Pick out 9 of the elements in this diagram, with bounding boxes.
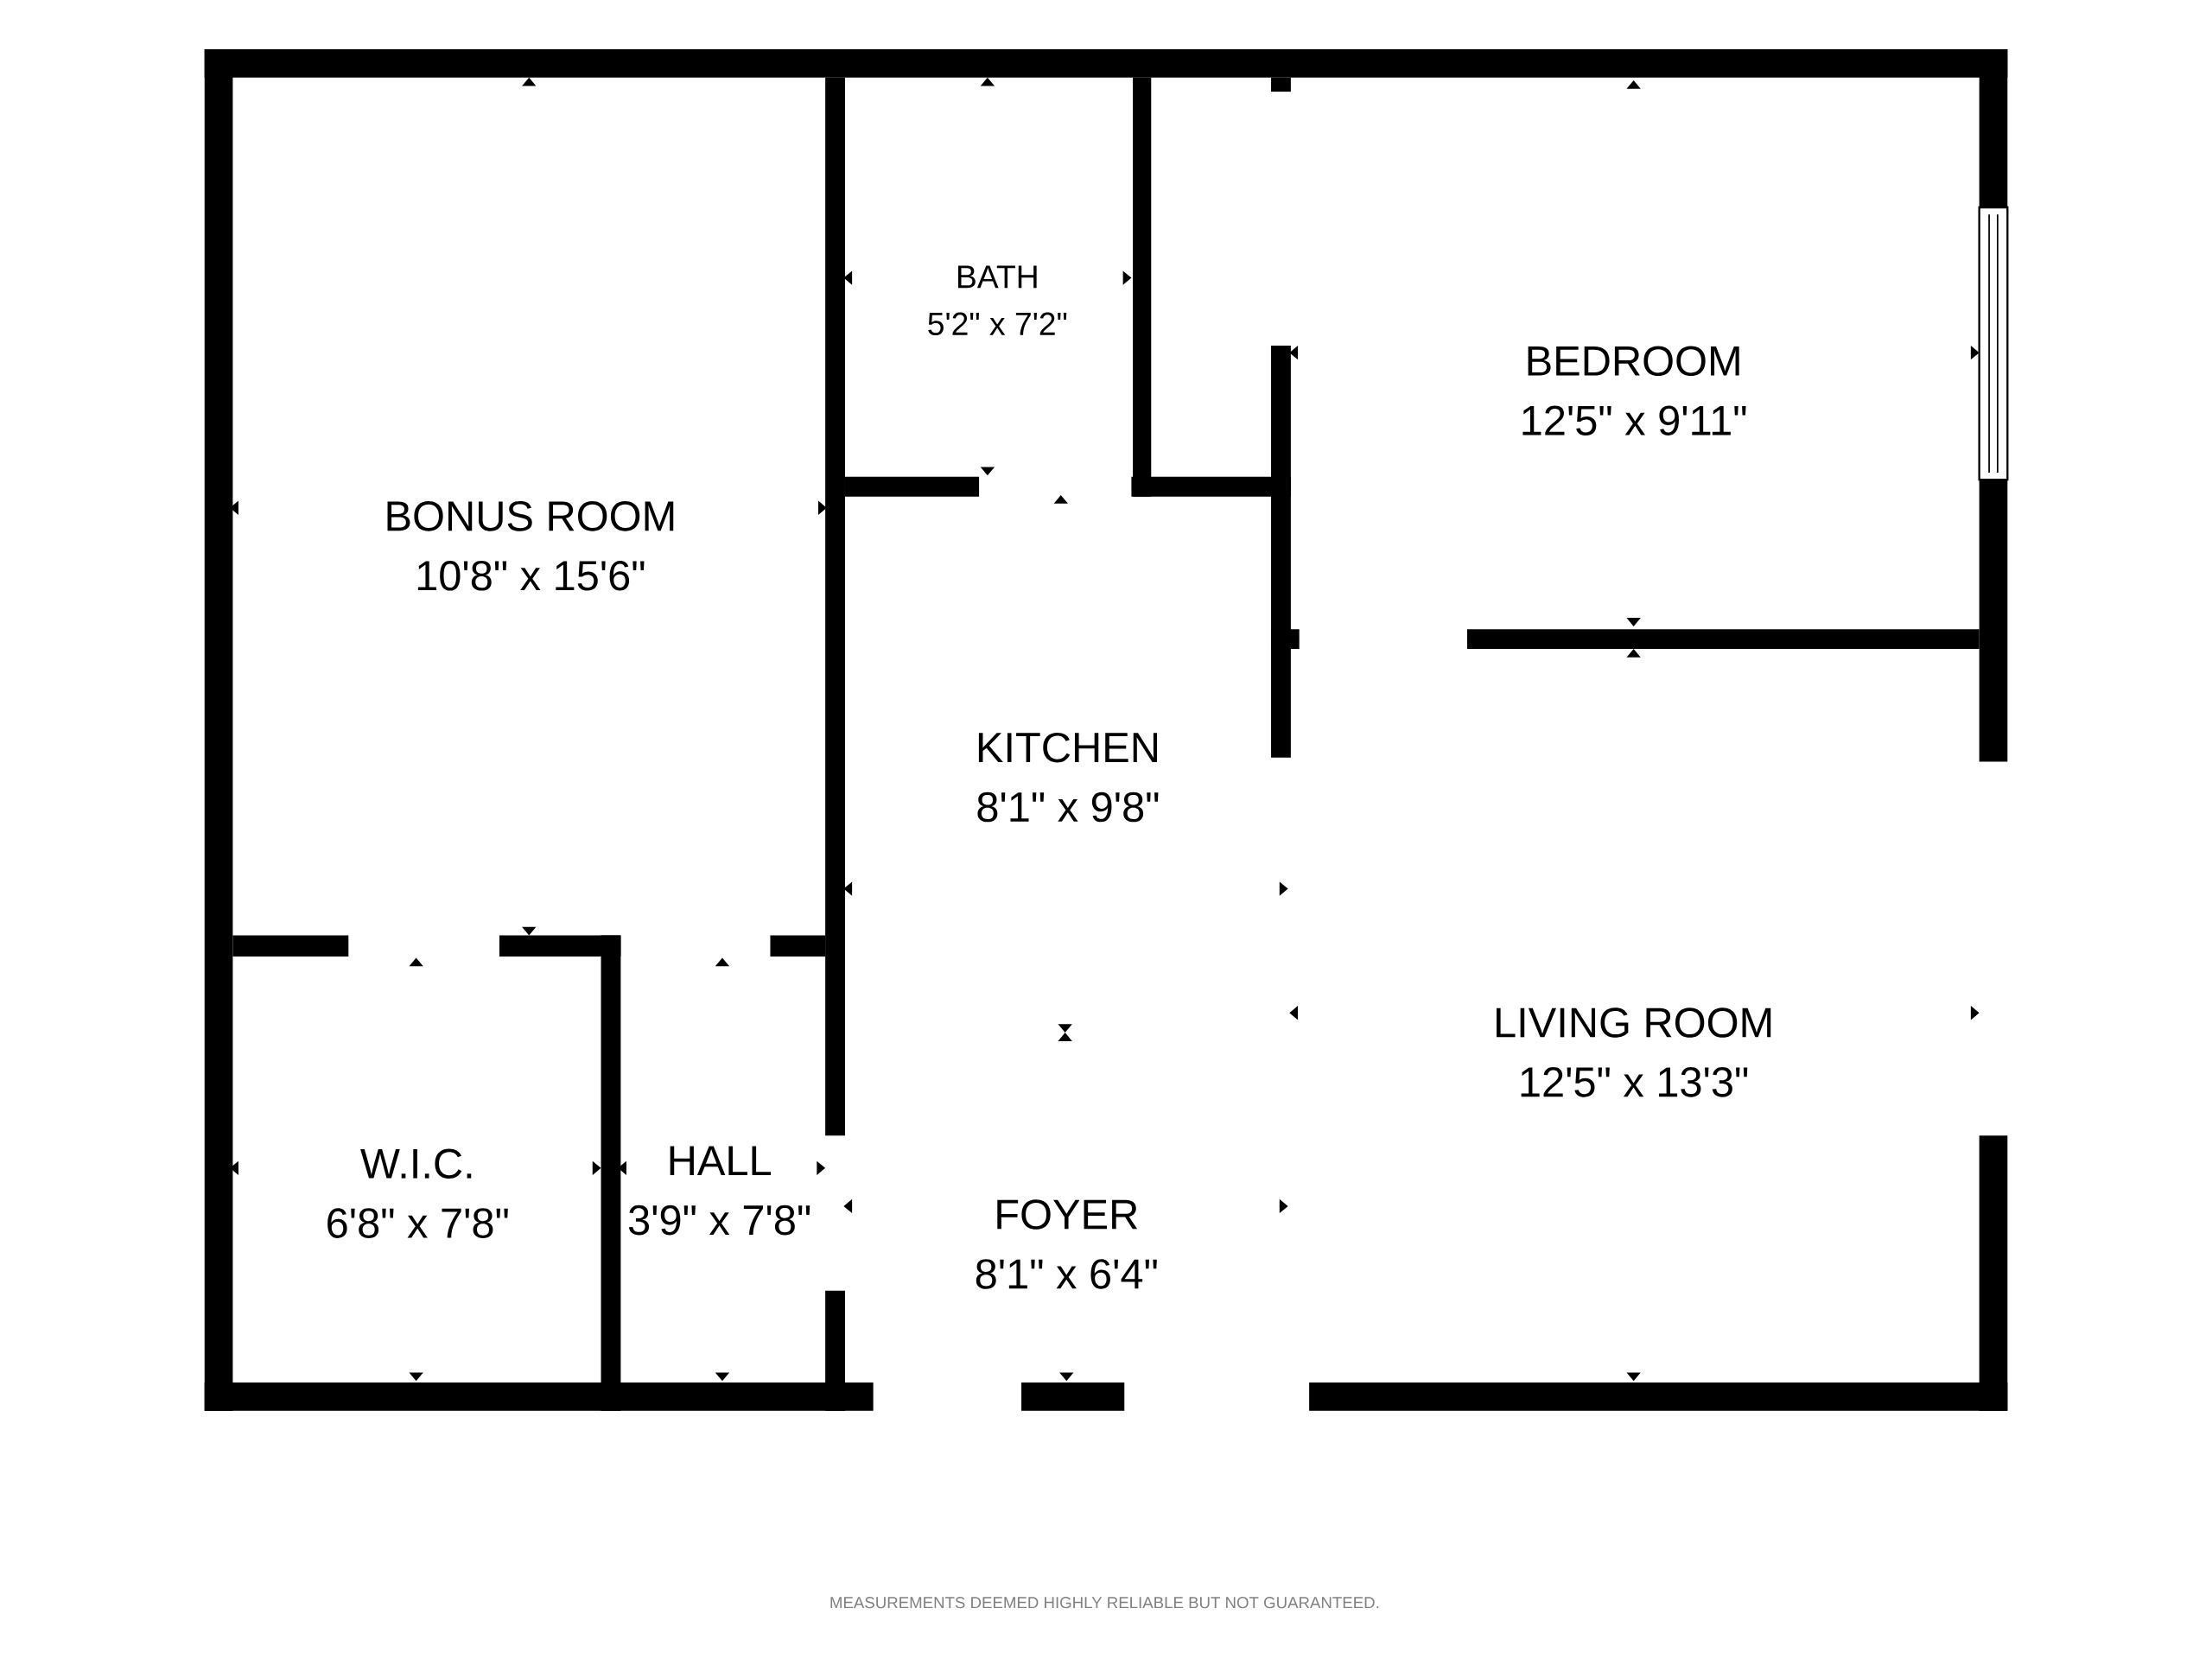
room-label: LIVING ROOM 12'5" x 13'3" bbox=[1497, 1007, 1771, 1097]
room-label: HALL 3'9" x 7'8" bbox=[628, 1146, 810, 1236]
room-label: KITCHEN 8'1" x 9'8" bbox=[977, 732, 1159, 823]
room-label: BATH 5'2" x 7'2" bbox=[928, 265, 1067, 335]
footer-note: MEASUREMENTS DEEMED HIGHLY RELIABLE BUT NOT GUARANTEED. bbox=[830, 1597, 1379, 1609]
room-label: BEDROOM 12'5" x 9'11" bbox=[1522, 346, 1746, 435]
room-label: BONUS ROOM 10'8" x 15'6" bbox=[387, 501, 674, 591]
room-label: W.I.C. 6'8" x 7'8" bbox=[327, 1148, 508, 1238]
room-label: FOYER 8'1" x 6'4" bbox=[976, 1199, 1157, 1289]
